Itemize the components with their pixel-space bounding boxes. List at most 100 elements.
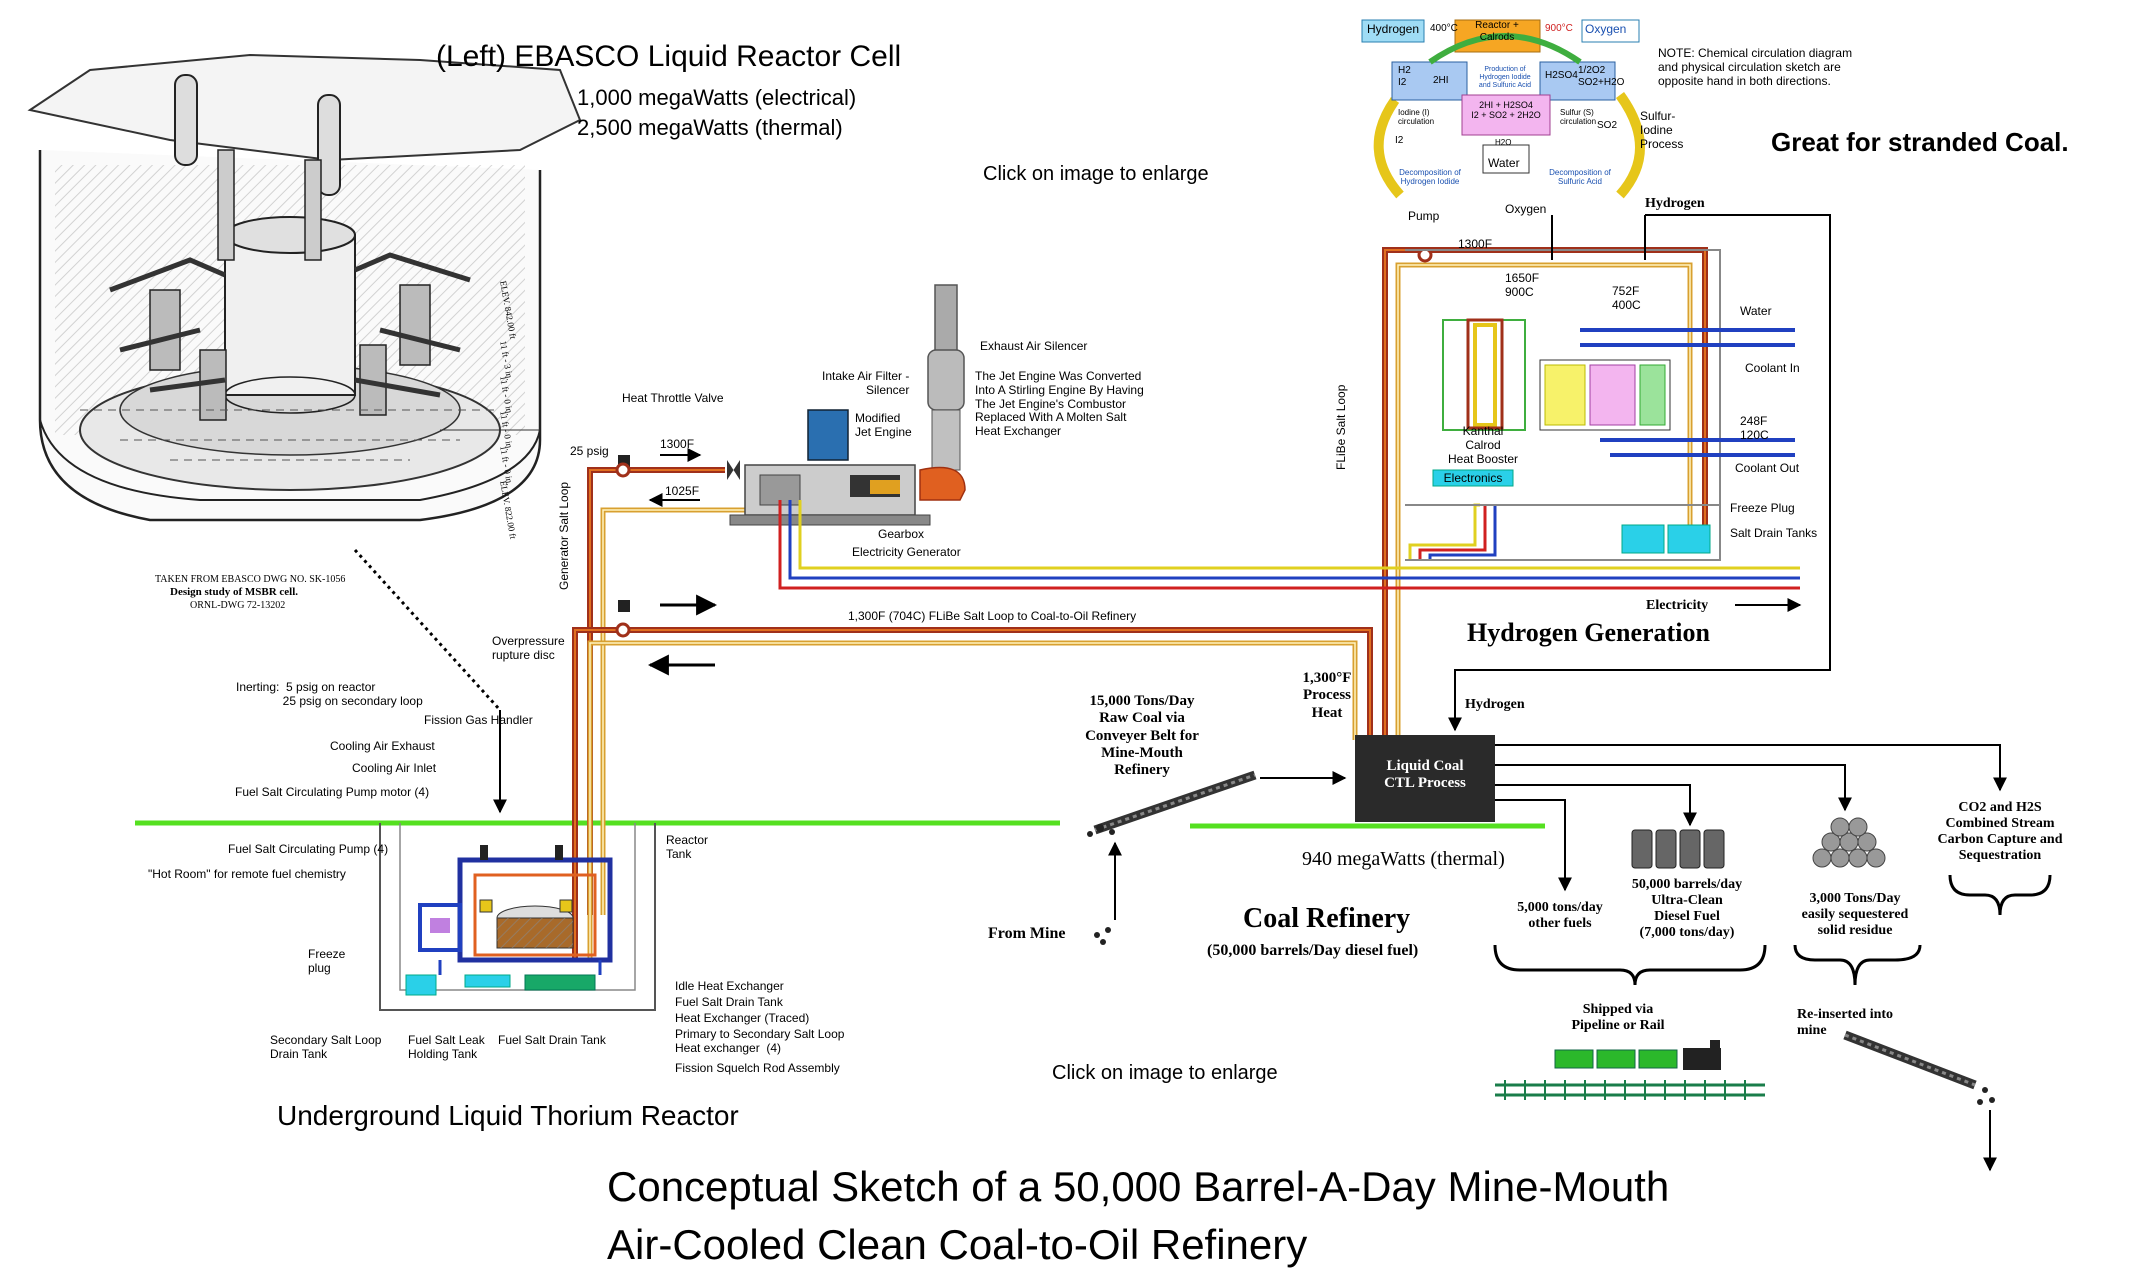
h2-coolant-in-label: Coolant In <box>1745 361 1800 375</box>
drawing-caption-2: Design study of MSBR cell. <box>170 586 299 598</box>
si-decomp-hi: Decomposition of Hydrogen Iodide <box>1399 168 1461 187</box>
reinserted-label: Re-inserted into mine <box>1797 1007 1894 1039</box>
inerting-label: Inerting: 5 psig on reactor 25 psig on s… <box>236 680 423 708</box>
si-decomp-h2so4: Decomposition of Sulfuric Acid <box>1549 168 1611 187</box>
fuel-drain-tank-right-label: Fuel Salt Drain Tank <box>675 995 783 1009</box>
overpressure-label: Overpressure rupture disc <box>492 634 565 662</box>
fission-gas-label: Fission Gas Handler <box>424 713 533 727</box>
intake-filter-label: Intake Air Filter - Silencer <box>822 369 910 397</box>
si-process-label: Sulfur- Iodine Process <box>1640 109 1684 151</box>
ctl-process-block <box>1355 735 1495 822</box>
leak-tank-label: Fuel Salt Leak Holding Tank <box>408 1033 485 1061</box>
h2-coolant-out-label: Coolant Out <box>1735 461 1800 475</box>
gen-loop-1025f: 1025F <box>665 484 700 498</box>
electricity-label: Electricity <box>1646 598 1709 613</box>
h2-electronics-label: Electronics <box>1443 471 1503 485</box>
main-title-line-1: Conceptual Sketch of a 50,000 Barrel-A-D… <box>607 1163 1670 1210</box>
modified-jet-label: Modified Jet Engine <box>855 411 912 439</box>
barrels-note: (50,000 barrels/Day diesel fuel) <box>1207 942 1419 959</box>
raw-coal-label: 15,000 Tons/Day Raw Coal via Conveyer Be… <box>1085 693 1199 778</box>
process-heat-label: 1,300°F Process Heat <box>1302 670 1352 721</box>
h2-hydrogen-label: Hydrogen <box>1645 196 1705 211</box>
conveyor-belts <box>1087 770 1995 1105</box>
thermal-940-label: 940 megaWatts (thermal) <box>1302 848 1505 870</box>
drawing-caption-1: TAKEN FROM EBASCO DWG NO. SK-1056 <box>155 574 346 585</box>
h2-pump-label: Pump <box>1408 209 1440 223</box>
reactor-freeze-plug-label: Freeze plug <box>308 947 346 975</box>
circulating-pump-label: Fuel Salt Circulating Pump (4) <box>228 842 389 856</box>
si-equation: 2HI + H2SO4 I2 + SO2 + 2H2O <box>1471 100 1541 121</box>
si-half-o2: 1/2O2 SO2+H2O <box>1578 65 1625 88</box>
gen-loop-1300f: 1300F <box>660 437 695 451</box>
si-oxygen: Oxygen <box>1585 22 1627 36</box>
hx-traced-label: Heat Exchanger (Traced) <box>675 1011 810 1025</box>
h2-freeze-plug-label: Freeze Plug <box>1730 501 1795 515</box>
primary-secondary-hx-label: Primary to Secondary Salt Loop Heat exch… <box>675 1027 845 1055</box>
main-title-line-2: Air-Cooled Clean Coal-to-Oil Refinery <box>607 1221 1308 1268</box>
h2-1650f-label: 1650F 900C <box>1505 271 1540 299</box>
diesel-barrels <box>1631 829 1725 869</box>
si-i2: I2 <box>1395 135 1404 146</box>
gearbox-label: Gearbox <box>878 527 925 541</box>
refinery-outputs <box>1108 744 2007 1172</box>
salt-loops <box>572 247 1708 960</box>
underground-reactor-title: Underground Liquid Thorium Reactor <box>277 1100 739 1131</box>
si-note: NOTE: Chemical circulation diagram and p… <box>1658 46 1853 88</box>
cooling-inlet-label: Cooling Air Inlet <box>352 761 437 775</box>
heat-throttle-label: Heat Throttle Valve <box>622 391 724 405</box>
exhaust-silencer-label: Exhaust Air Silencer <box>980 339 1088 353</box>
si-water: Water <box>1488 156 1520 170</box>
train-and-rails <box>1495 1040 1765 1100</box>
generator-salt-loop-label: Generator Salt Loop <box>557 481 571 590</box>
solid-residue-pile <box>1812 817 1886 868</box>
hydrogen-generation-title: Hydrogen Generation <box>1467 618 1710 647</box>
other-fuels-label: 5,000 tons/day other fuels <box>1517 900 1603 932</box>
drawing-caption-3: ORNL-DWG 72-13202 <box>190 600 286 611</box>
si-2hi: 2HI <box>1433 75 1449 86</box>
refinery-salt-loop-label: 1,300F (704C) FLiBe Salt Loop to Coal-to… <box>848 609 1137 623</box>
si-reactor-calrods: Reactor + Calrods <box>1475 20 1519 43</box>
jet-engine-generator <box>729 284 966 526</box>
h2-salt-drain-label: Salt Drain Tanks <box>1730 526 1818 540</box>
reactor-cell-thermal: 2,500 megaWatts (thermal) <box>577 115 843 140</box>
psig-25-label: 25 psig <box>570 444 609 458</box>
si-production: Production of Hydrogen Iodide and Sulfur… <box>1478 66 1532 90</box>
co2-capture-label: CO2 and H2S Combined Stream Carbon Captu… <box>1937 800 2063 864</box>
reactor-tank-label: Reactor Tank <box>666 833 709 861</box>
fuel-drain-tank-bottom-label: Fuel Salt Drain Tank <box>498 1033 606 1047</box>
diesel-fuel-label: 50,000 barrels/day Ultra-Clean Diesel Fu… <box>1631 877 1743 941</box>
pump-motor-label: Fuel Salt Circulating Pump motor (4) <box>235 785 430 799</box>
si-h2o: H2O <box>1495 138 1512 147</box>
electric-cables <box>778 500 1800 590</box>
h2-oxygen-label: Oxygen <box>1505 202 1547 216</box>
enlarge-link-bottom[interactable]: Click on image to enlarge <box>1052 1062 1278 1084</box>
si-so2: SO2 <box>1597 120 1618 131</box>
braces <box>1493 874 2052 986</box>
refinery-hydrogen-label: Hydrogen <box>1465 697 1525 712</box>
h2-water-label: Water <box>1740 304 1772 318</box>
h2-248f-label: 248F 120C <box>1740 414 1769 442</box>
ebasco-reactor-cell-drawing <box>27 53 582 522</box>
flibe-loop-label: FLiBe Salt Loop <box>1334 384 1348 470</box>
si-temp-900: 900°C <box>1545 23 1573 34</box>
heat-throttle-valve <box>727 460 740 480</box>
si-h2so4: H2SO4 <box>1545 70 1578 81</box>
si-sulfur-circulation: Sulfur (S) circulation <box>1560 108 1597 127</box>
from-mine-label: From Mine <box>988 925 1066 942</box>
secondary-drain-label: Secondary Salt Loop Drain Tank <box>270 1033 382 1061</box>
ctl-process-label: Liquid Coal CTL Process <box>1384 758 1466 792</box>
reactor-cell-title: (Left) EBASCO Liquid Reactor Cell <box>436 40 902 73</box>
pointer-line <box>353 548 502 712</box>
shipped-label: Shipped via Pipeline or Rail <box>1571 1002 1665 1034</box>
h2-heat-booster-label: Kanthal Calrod Heat Booster <box>1447 424 1519 466</box>
cooling-exhaust-label: Cooling Air Exhaust <box>330 739 435 753</box>
h2-752f-label: 752F 400C <box>1612 284 1641 312</box>
solid-residue-label: 3,000 Tons/Day easily sequestered solid … <box>1801 891 1909 939</box>
coal-refinery-title: Coal Refinery <box>1243 903 1411 934</box>
si-hydrogen: Hydrogen <box>1367 22 1420 36</box>
idle-hx-label: Idle Heat Exchanger <box>675 979 784 993</box>
h2-1300f-label: 1300F <box>1458 237 1493 251</box>
enlarge-link-top[interactable]: Click on image to enlarge <box>983 163 1209 185</box>
